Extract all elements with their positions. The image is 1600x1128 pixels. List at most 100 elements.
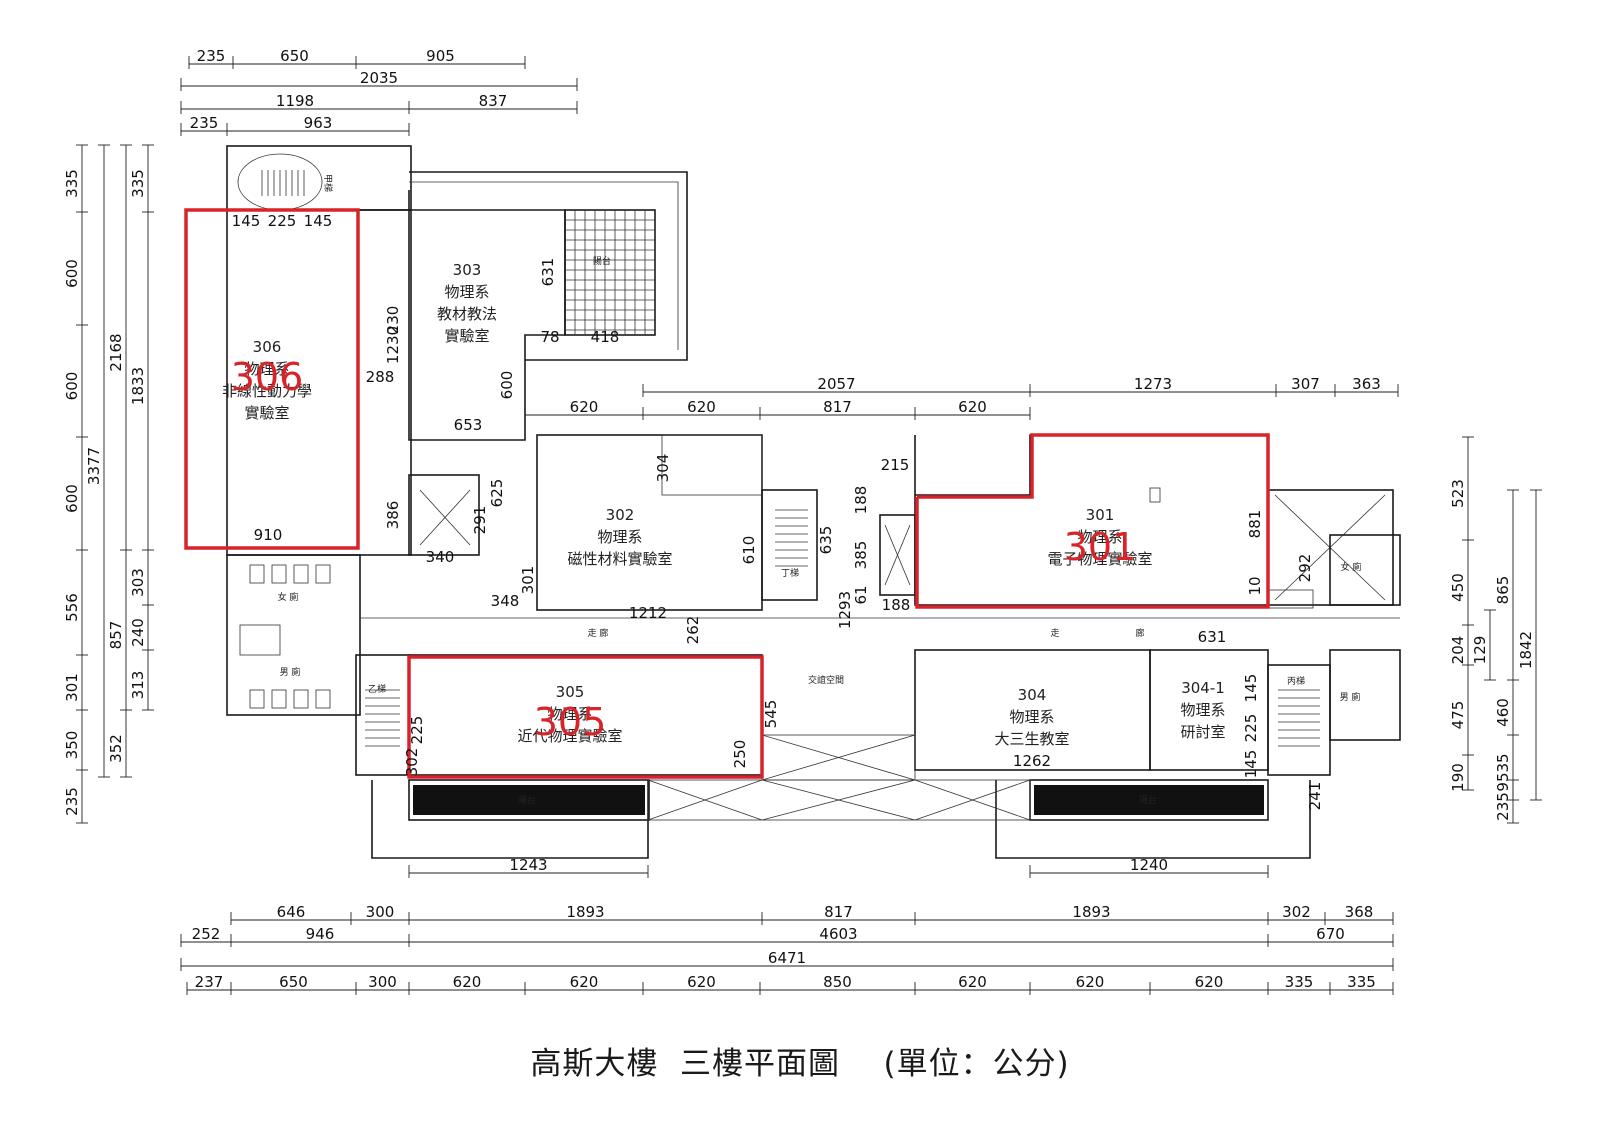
inner-dimension: 653 xyxy=(454,416,483,434)
men-wc-west: 男 廁 xyxy=(280,666,301,678)
dim-mid-top2-value: 620 xyxy=(687,398,716,416)
dim-mid-top-value: 1273 xyxy=(1134,375,1172,393)
stair-a-label: 甲梯 xyxy=(322,174,334,192)
room-name-306: 實驗室 xyxy=(244,404,289,422)
room-name-304-1: 研討室 xyxy=(1180,723,1225,741)
dim-bottom-row2-value: 1893 xyxy=(566,903,604,921)
room-name-304-1: 物理系 xyxy=(1180,701,1225,719)
dim-left-col1-value: 600 xyxy=(63,259,81,288)
dim-mid-top2-value: 620 xyxy=(958,398,987,416)
room-highlight-number-305: 305 xyxy=(534,700,607,744)
stair-d-label: 丙梯 xyxy=(1287,675,1305,687)
inner-dimension: 288 xyxy=(366,368,395,386)
room-highlight-number-306: 306 xyxy=(231,355,304,399)
inner-dimension: 881 xyxy=(1246,510,1264,539)
dim-bottom-row5-value: 620 xyxy=(958,973,987,991)
dim-top-row3-value: 1198 xyxy=(276,92,314,110)
toilet-stall xyxy=(249,564,265,584)
balcony-top-rail xyxy=(409,171,688,361)
dim-mid-top-value: 307 xyxy=(1291,375,1320,393)
dim-right-col3-value: 460 xyxy=(1494,698,1512,727)
dim-left-col4-value: 303 xyxy=(129,568,147,597)
dim-bottom-row1b-value: 1240 xyxy=(1130,856,1168,874)
dim-right-col4-value: 1842 xyxy=(1517,631,1535,669)
balcony-label-bottom-right: 陽台 xyxy=(1139,794,1157,806)
dim-left-col4-value: 240 xyxy=(129,618,147,647)
dim-right-col1-value: 190 xyxy=(1449,763,1467,792)
dim-bottom-row5-value: 620 xyxy=(1076,973,1105,991)
inner-dimension: 304 xyxy=(654,454,672,483)
inner-dimension: 145 xyxy=(1242,750,1260,779)
inner-dimension: 145 xyxy=(1242,674,1260,703)
room-name-303: 物理系 xyxy=(444,283,489,301)
inner-dimension: 631 xyxy=(1198,628,1227,646)
balcony-top xyxy=(564,209,656,336)
shaft-west xyxy=(239,624,281,656)
inner-dimension: 225 xyxy=(268,212,297,230)
dim-right-col1-value: 450 xyxy=(1449,573,1467,602)
room-name-304: 物理系 xyxy=(1009,708,1054,726)
balcony-bottom-left-fill xyxy=(413,785,645,815)
dim-top-row1-value: 650 xyxy=(280,47,309,65)
inner-dimension: 386 xyxy=(384,501,402,530)
dim-bottom-row2-value: 302 xyxy=(1282,903,1311,921)
inner-dimension: 61 xyxy=(852,585,870,604)
room-name-305: 近代物理實驗室 xyxy=(517,727,622,745)
dim-mid-top-value: 363 xyxy=(1352,375,1381,393)
balcony-label-bottom-left: 陽台 xyxy=(518,794,536,806)
inner-dimension: 230 xyxy=(384,306,402,335)
room-name-303: 實驗室 xyxy=(444,327,489,345)
dim-left-col4-value: 313 xyxy=(129,671,147,700)
dim-bottom-row2-value: 368 xyxy=(1345,903,1374,921)
bottom-void xyxy=(647,779,1031,821)
dim-right-col1-value: 475 xyxy=(1449,701,1467,730)
dim-top-row4-value: 235 xyxy=(190,114,219,132)
room-name-301: 物理系 xyxy=(1077,528,1122,546)
room-name-304: 大三生教室 xyxy=(994,730,1069,748)
highlight-306 xyxy=(184,208,360,550)
inner-dimension: 340 xyxy=(426,548,455,566)
highlight-301 xyxy=(915,433,1270,609)
dim-bottom-row4-value: 6471 xyxy=(768,949,806,967)
dim-left-col4-value: 1833 xyxy=(129,367,147,405)
dim-top-row4-value: 963 xyxy=(304,114,333,132)
dim-left-col4-value: 335 xyxy=(129,169,147,198)
room-name-306: 物理系 xyxy=(244,360,289,378)
dim-bottom-row5-value: 620 xyxy=(687,973,716,991)
void-x xyxy=(761,734,916,781)
dim-right-col3-value: 9535 xyxy=(1494,753,1512,791)
inner-dimension: 78 xyxy=(540,328,559,346)
inner-dimension: 250 xyxy=(731,740,749,769)
dim-bottom-row2-value: 646 xyxy=(277,903,306,921)
inner-dimension: 545 xyxy=(762,700,780,729)
inner-dimension: 241 xyxy=(1306,782,1324,811)
women-wc-west: 女 廁 xyxy=(278,591,299,603)
inner-dimension: 10 xyxy=(1246,576,1264,595)
inner-dimension: 291 xyxy=(471,506,489,535)
elevator-left xyxy=(408,474,480,556)
highlight-305 xyxy=(407,655,764,779)
inner-dimension: 215 xyxy=(881,456,910,474)
toilet-stall xyxy=(271,689,287,709)
dim-left-col1-value: 600 xyxy=(63,372,81,401)
inner-dimension: 302 xyxy=(403,748,421,777)
toilet-stall xyxy=(315,564,331,584)
inner-dimension: 631 xyxy=(539,258,557,287)
inner-dimension: 600 xyxy=(498,371,516,400)
dim-left-col1-value: 350 xyxy=(63,731,81,760)
dim-left-col1-value: 600 xyxy=(63,484,81,513)
dim-left-col1-value: 556 xyxy=(63,593,81,622)
room-name-302: 物理系 xyxy=(597,528,642,546)
void-x xyxy=(914,779,1031,821)
dim-bottom-row2-value: 1893 xyxy=(1072,903,1110,921)
inner-dimension: 225 xyxy=(1242,714,1260,743)
caption-title: 高斯大樓 三樓平面圖 xyxy=(530,1046,841,1082)
dim-bottom-row5-value: 620 xyxy=(1195,973,1224,991)
dim-right-col1-value: 523 xyxy=(1449,479,1467,508)
stair-b-outline xyxy=(355,654,410,776)
room-name-305: 物理系 xyxy=(547,705,592,723)
room-name-302: 磁性材料實驗室 xyxy=(567,550,672,568)
inner-dimension: 292 xyxy=(1296,554,1314,583)
dim-left-col1-value: 301 xyxy=(63,673,81,702)
